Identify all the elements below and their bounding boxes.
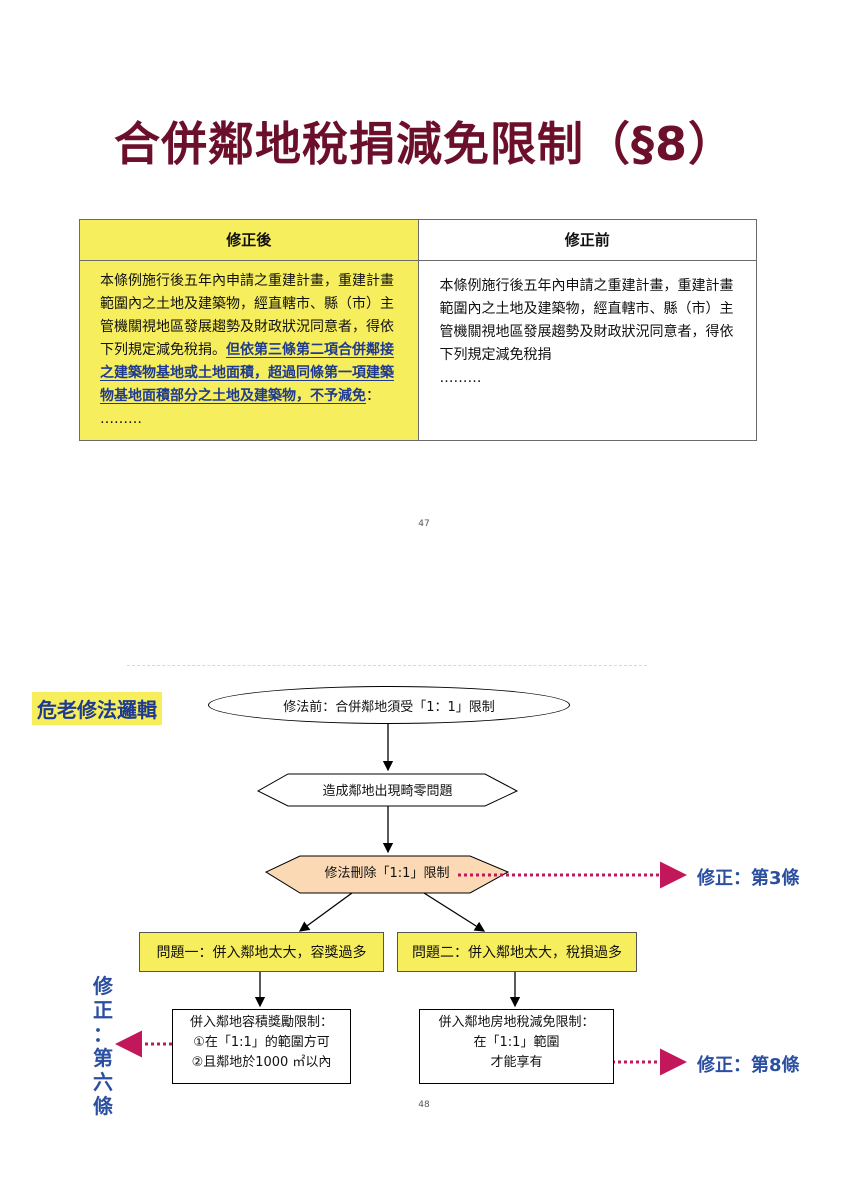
step3-text: 修法刪除「1:1」限制: [324, 866, 450, 881]
cell-before: 本條例施行後五年內申請之重建計畫，重建計畫範圍內之土地及建築物，經直轄市、縣（市…: [417, 260, 757, 441]
after-highlight-text: 但依第三條第二項合併鄰接之建築物基地或土地面積，超過同條第一項建築物基地面積部分…: [100, 342, 394, 404]
step1-text: 修法前：合併鄰地須受「1：1」限制: [283, 699, 495, 715]
after-ellipsis: ………: [100, 411, 142, 427]
header-before: 修正前: [417, 219, 757, 261]
art6-char-3: ：: [93, 1022, 113, 1046]
step1-ellipse: 修法前：合併鄰地須受「1：1」限制: [208, 686, 570, 724]
after-text: 本條例施行後五年內申請之重建計畫，重建計畫範圍內之土地及建築物，經直轄市、縣（市…: [100, 273, 394, 358]
step2-text: 造成鄰地出現畸零問題: [322, 784, 453, 799]
box2-line-2: 在「1:1」範圍: [473, 1035, 560, 1050]
box2-line-1: 併入鄰地房地稅減免限制：: [438, 1015, 595, 1030]
art6-char-6: 條: [93, 1094, 113, 1118]
page-title: 合併鄰地稅捐減免限制（§8）: [113, 117, 735, 171]
problem2-box: 問題二：併入鄰地太大，稅損過多: [397, 932, 637, 972]
box2-line-3: 才能享有: [490, 1055, 543, 1070]
art6-char-4: 第: [93, 1046, 113, 1070]
box1-line-2: ①在「1:1」的範圍方可: [193, 1035, 330, 1050]
revision-article-8: 修正：第8條: [697, 1055, 800, 1076]
box1-line-1: 併入鄰地容積獎勵限制：: [189, 1015, 333, 1030]
revision-article-6: 修 正 ： 第 六 條: [90, 974, 116, 1118]
hexagon-step3: [264, 855, 510, 894]
arrow-4: [423, 892, 486, 932]
art6-char-5: 六: [93, 1070, 113, 1094]
logic-label: 危老修法邏輯: [32, 692, 162, 725]
revision-article-3: 修正：第3條: [697, 868, 800, 889]
art6-char-1: 修: [93, 974, 113, 998]
hexagon-step2: [256, 773, 519, 807]
box1-line-3: ②且鄰地於1000 ㎡以內: [191, 1055, 332, 1070]
before-text: 本條例施行後五年內申請之重建計畫，重建計畫範圍內之土地及建築物，經直轄市、縣（市…: [439, 278, 734, 363]
header-after: 修正後: [79, 219, 419, 261]
page-number-48: 48: [418, 1100, 430, 1110]
divider: [127, 665, 647, 666]
after-text-tail: ：: [366, 388, 380, 404]
arrow-3: [298, 892, 353, 932]
problem1-box: 問題一：併入鄰地太大，容獎過多: [139, 932, 384, 972]
comparison-table: 修正後 修正前 本條例施行後五年內申請之重建計畫，重建計畫範圍內之土地及建築物，…: [79, 219, 757, 441]
cell-after: 本條例施行後五年內申請之重建計畫，重建計畫範圍內之土地及建築物，經直轄市、縣（市…: [79, 260, 419, 441]
page-number-47: 47: [418, 519, 430, 529]
before-ellipsis: ………: [439, 370, 482, 386]
floor-area-bonus-box: 併入鄰地容積獎勵限制： ①在「1:1」的範圍方可 ②且鄰地於1000 ㎡以內: [172, 1009, 351, 1084]
art6-char-2: 正: [93, 998, 113, 1022]
problem1-text: 問題一：併入鄰地太大，容獎過多: [156, 945, 367, 961]
problem2-text: 問題二：併入鄰地太大，稅損過多: [412, 945, 622, 961]
tax-reduction-box: 併入鄰地房地稅減免限制： 在「1:1」範圍 才能享有: [419, 1009, 614, 1084]
